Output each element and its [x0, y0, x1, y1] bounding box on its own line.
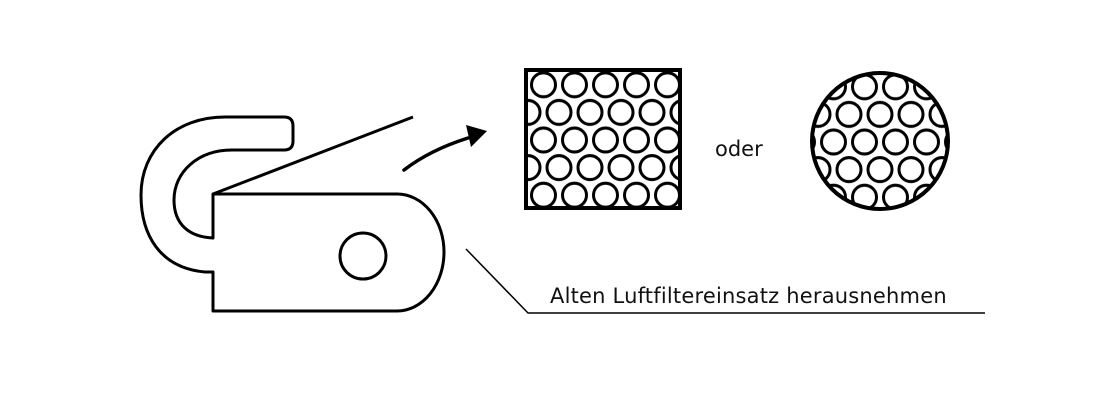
- housing-knob: [338, 231, 388, 281]
- square-filter-insert: [524, 68, 682, 210]
- removal-arrow: [402, 125, 487, 172]
- housing-cover-open: [212, 115, 414, 196]
- arrow-head-icon: [466, 125, 487, 147]
- separator-text: oder: [715, 137, 763, 161]
- housing-body: [139, 115, 446, 313]
- caption-text: Alten Luftfiltereinsatz herausnehmen: [550, 284, 947, 308]
- air-filter-housing: [139, 115, 446, 313]
- round-filter-insert: [810, 71, 950, 211]
- caption-leader-line: [465, 248, 985, 314]
